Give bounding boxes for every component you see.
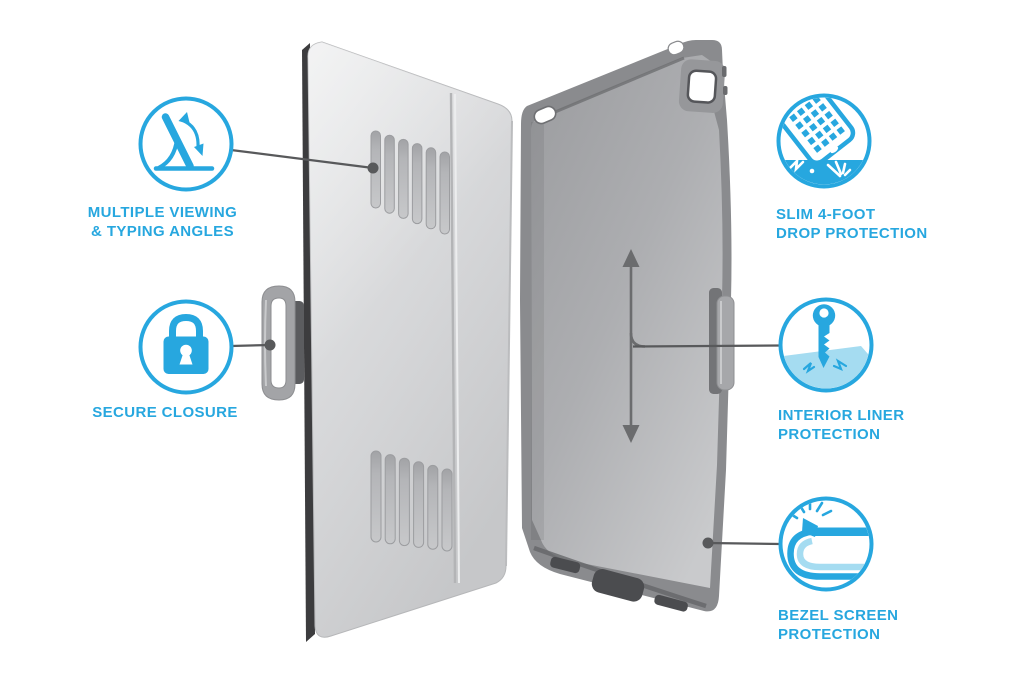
- stand-angle-icon: [138, 96, 234, 192]
- shell-left-shadow: [531, 122, 544, 540]
- feature-label-line: PROTECTION: [778, 625, 881, 643]
- feature-label-line: SLIM 4-FOOT: [776, 206, 876, 223]
- connector-dot-angles: [367, 162, 379, 174]
- closure-tab: [709, 288, 735, 394]
- shell-interior: [531, 55, 723, 588]
- stand-slots-lower: [370, 450, 453, 552]
- folio-cover: [261, 41, 513, 642]
- cover-spine-edge: [302, 43, 315, 642]
- connector-line-angles: [230, 148, 374, 170]
- cover-fold-highlight: [454, 93, 460, 584]
- label-drop-protection: SLIM 4-FOOT DROP PROTECTION: [776, 206, 928, 243]
- feature-label-line: SECURE CLOSURE: [92, 404, 238, 421]
- connector-dot-closure: [264, 339, 276, 351]
- feature-label-line: INTERIOR LINER: [778, 407, 905, 424]
- port-cutouts: [550, 556, 688, 612]
- key-impact-icon: [778, 297, 874, 393]
- stand-slots-upper: [370, 130, 450, 235]
- camera-cutout: [678, 59, 726, 113]
- side-button: [723, 86, 728, 95]
- connector-dot-bezel: [702, 537, 714, 549]
- connector-line-liner: [632, 344, 781, 348]
- feature-label-line: & TYPING ANGLES: [91, 222, 234, 240]
- corner-notch: [667, 40, 685, 56]
- bezel-edge-icon: [778, 496, 874, 592]
- cover-right-edge: [505, 120, 513, 567]
- feature-label-line: PROTECTION: [778, 425, 881, 443]
- drop-impact-icon: [776, 93, 872, 189]
- connectors: [230, 148, 781, 549]
- lock-icon: [138, 299, 234, 395]
- connector-line-closure: [230, 343, 271, 348]
- connector-line-bezel: [707, 541, 781, 546]
- label-multiple-viewing-angles: MULTIPLE VIEWING & TYPING ANGLES: [70, 204, 255, 241]
- feature-label-line: BEZEL SCREEN: [778, 607, 899, 624]
- shell-top-rim-line: [535, 56, 685, 122]
- expansion-arrow: [622, 249, 646, 443]
- label-secure-closure: SECURE CLOSURE: [75, 404, 255, 423]
- feature-label-line: MULTIPLE VIEWING: [87, 204, 238, 221]
- label-interior-liner: INTERIOR LINER PROTECTION: [778, 407, 904, 444]
- feature-label-line: DROP PROTECTION: [776, 224, 928, 242]
- case-shell: [520, 40, 735, 612]
- cover-sheen: [307, 42, 512, 638]
- side-button: [722, 66, 727, 77]
- button-notch: [533, 105, 557, 125]
- closure-loop: [261, 285, 304, 401]
- label-bezel-protection: BEZEL SCREEN PROTECTION: [778, 607, 898, 644]
- cover-fold-crease: [449, 92, 457, 584]
